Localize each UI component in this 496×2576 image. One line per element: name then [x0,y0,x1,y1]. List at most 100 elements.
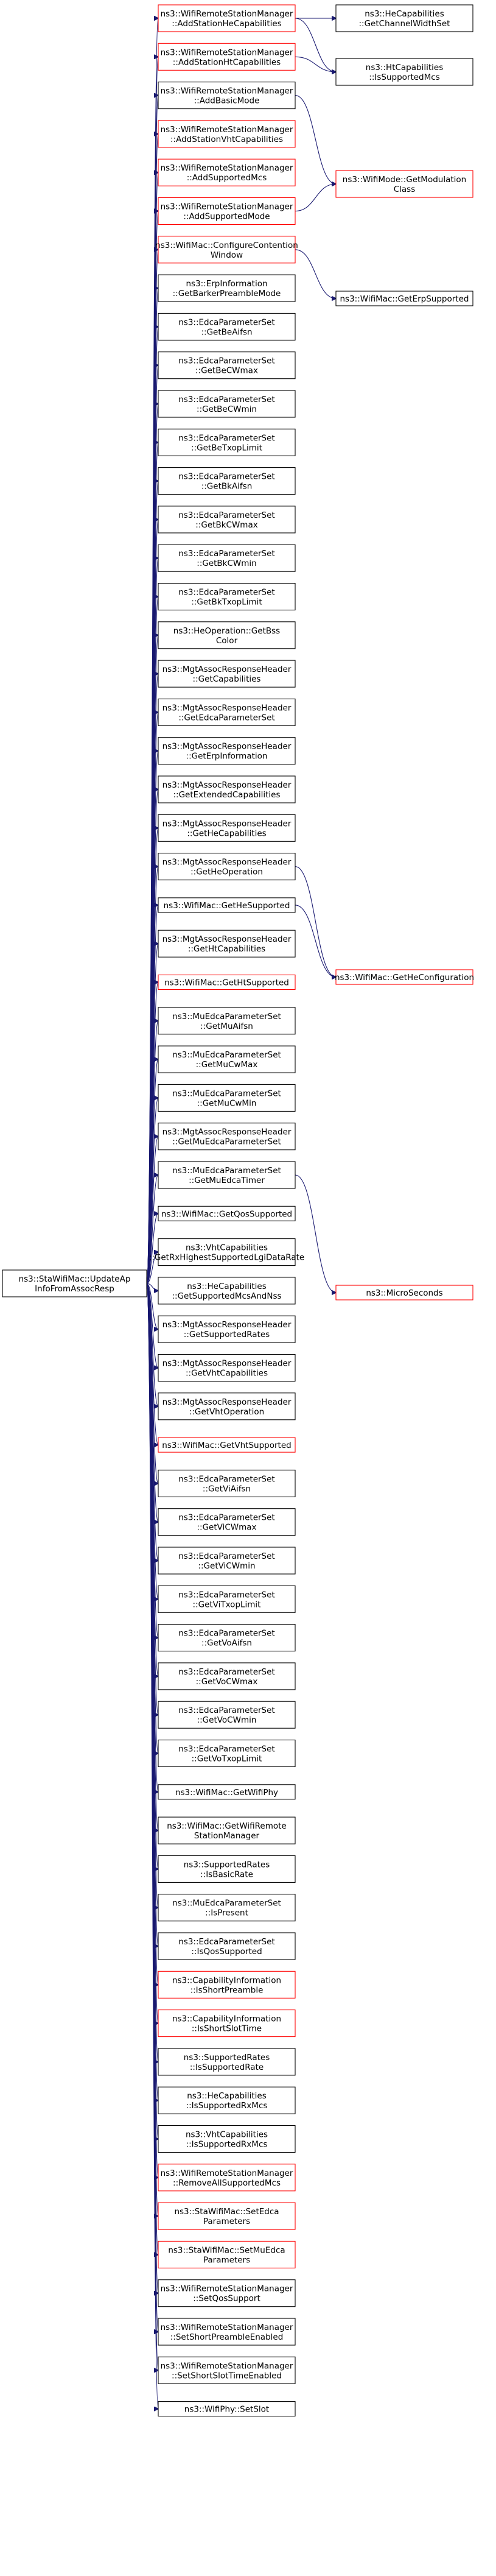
node-wifi-remote-station-manager-add-supported-mode[interactable]: ns3::WifiRemoteStationManager::AddSuppor… [158,197,296,225]
node-edca-parameter-set-get-vo-aifsn[interactable]: ns3::EdcaParameterSet::GetVoAifsn [158,1624,296,1652]
node-mu-edca-parameter-set-get-mu-cw-max[interactable]: ns3::MuEdcaParameterSet::GetMuCwMax [158,1045,296,1073]
node-label-line: ns3::WifiRemoteStationManager [161,163,293,173]
node-label-line: ::GetMuAifsn [200,1022,253,1031]
node-wifi-mac-get-wifi-phy[interactable]: ns3::WifiMac::GetWifiPhy [158,1784,296,1800]
node-edca-parameter-set-get-vo-cwmin[interactable]: ns3::EdcaParameterSet::GetVoCWmin [158,1701,296,1729]
node-box [158,428,296,456]
node-mgt-assoc-response-header-get-capabilities[interactable]: ns3::MgtAssocResponseHeader::GetCapabili… [158,660,296,688]
node-wifi-mac-get-ht-supported[interactable]: ns3::WifiMac::GetHtSupported [158,974,296,990]
node-wifi-mac-get-vht-supported[interactable]: ns3::WifiMac::GetVhtSupported [158,1437,296,1453]
node-sta-wifi-mac-update-ap-info-from-assoc-resp[interactable]: ns3::StaWifiMac::UpdateApInfoFromAssocRe… [2,1269,147,1297]
node-wifi-remote-station-manager-set-short-slot-time-enabled[interactable]: ns3::WifiRemoteStationManager::SetShortS… [158,2356,296,2384]
node-edca-parameter-set-get-vo-txop-limit[interactable]: ns3::EdcaParameterSet::GetVoTxopLimit [158,1739,296,1768]
node-edca-parameter-set-get-be-cwmax[interactable]: ns3::EdcaParameterSet::GetBeCWmax [158,351,296,379]
node-label-line: ::GetVoTxopLimit [192,1754,262,1764]
node-box [158,1894,296,1922]
node-he-capabilities-get-supported-mcs-and-nss[interactable]: ns3::HeCapabilities::GetSupportedMcsAndN… [158,1277,296,1305]
node-edca-parameter-set-get-bk-cwmin[interactable]: ns3::EdcaParameterSet::GetBkCWmin [158,544,296,572]
node-label-line: ::GetBeCWmin [197,404,257,414]
node-capability-information-is-short-slot-time[interactable]: ns3::CapabilityInformation::IsShortSlotT… [158,2010,296,2038]
node-wifi-remote-station-manager-add-station-he-capabilities[interactable]: ns3::WifiRemoteStationManager::AddStatio… [158,4,296,32]
node-mgt-assoc-response-header-get-extended-capabilities[interactable]: ns3::MgtAssocResponseHeader::GetExtended… [158,775,296,803]
node-mgt-assoc-response-header-get-erp-information[interactable]: ns3::MgtAssocResponseHeader::GetErpInfor… [158,737,296,765]
node-wifi-remote-station-manager-add-supported-mcs[interactable]: ns3::WifiRemoteStationManager::AddSuppor… [158,158,296,186]
node-edca-parameter-set-get-vo-cwmax[interactable]: ns3::EdcaParameterSet::GetVoCWmax [158,1662,296,1690]
node-label-line: ns3::EdcaParameterSet [178,356,274,366]
node-edca-parameter-set-get-vi-cwmax[interactable]: ns3::EdcaParameterSet::GetViCWmax [158,1508,296,1536]
node-he-capabilities-is-supported-rx-mcs[interactable]: ns3::HeCapabilities::IsSupportedRxMcs [158,2086,296,2114]
node-wifi-mac-get-wifi-remote-station-manager[interactable]: ns3::WifiMac::GetWifiRemoteStationManage… [158,1816,296,1844]
node-label-line: ns3::EdcaParameterSet [178,1551,274,1561]
node-mgt-assoc-response-header-get-he-operation[interactable]: ns3::MgtAssocResponseHeader::GetHeOperat… [158,853,296,881]
edge-t23-to-s4 [295,905,336,977]
node-label-line: ns3::EdcaParameterSet [178,1513,274,1523]
node-supported-rates-is-supported-rate[interactable]: ns3::SupportedRates::IsSupportedRate [158,2048,296,2076]
node-mgt-assoc-response-header-get-vht-capabilities[interactable]: ns3::MgtAssocResponseHeader::GetVhtCapab… [158,1353,296,1382]
node-erp-information-get-barker-preamble-mode[interactable]: ns3::ErpInformation::GetBarkerPreambleMo… [158,274,296,302]
node-he-capabilities-get-channel-width-set[interactable]: ns3::HeCapabilities::GetChannelWidthSet [335,4,473,32]
node-edca-parameter-set-get-be-aifsn[interactable]: ns3::EdcaParameterSet::GetBeAifsn [158,312,296,341]
node-box [158,2240,296,2268]
node-edca-parameter-set-get-bk-aifsn[interactable]: ns3::EdcaParameterSet::GetBkAifsn [158,467,296,495]
node-edca-parameter-set-is-qos-supported[interactable]: ns3::EdcaParameterSet::IsQosSupported [158,1932,296,1960]
edge-t0-to-s1 [295,18,336,72]
node-mgt-assoc-response-header-get-he-capabilities[interactable]: ns3::MgtAssocResponseHeader::GetHeCapabi… [158,814,296,842]
node-ht-capabilities-is-supported-mcs[interactable]: ns3::HtCapabilities::IsSupportedMcs [335,58,473,86]
edge-root-to-t33 [146,1283,158,1291]
node-wifi-remote-station-manager-set-qos-support[interactable]: ns3::WifiRemoteStationManager::SetQosSup… [158,2279,296,2307]
node-mgt-assoc-response-header-get-vht-operation[interactable]: ns3::MgtAssocResponseHeader::GetVhtOpera… [158,1392,296,1420]
node-wifi-remote-station-manager-add-station-ht-capabilities[interactable]: ns3::WifiRemoteStationManager::AddStatio… [158,43,296,71]
node-vht-capabilities-get-rx-highest-supported-lgi-data-rate[interactable]: ns3::VhtCapabilities::GetRxHighestSuppor… [149,1238,304,1266]
node-edca-parameter-set-get-vi-txop-limit[interactable]: ns3::EdcaParameterSet::GetViTxopLimit [158,1585,296,1613]
node-box [158,1662,296,1690]
node-wifi-remote-station-manager-set-short-preamble-enabled[interactable]: ns3::WifiRemoteStationManager::SetShortP… [158,2318,296,2346]
node-label-line: ::GetBeAifsn [201,327,252,337]
node-wifi-remote-station-manager-remove-all-supported-mcs[interactable]: ns3::WifiRemoteStationManager::RemoveAll… [158,2164,296,2192]
node-wifi-mac-get-he-supported[interactable]: ns3::WifiMac::GetHeSupported [158,897,296,913]
node-mgt-assoc-response-header-get-ht-capabilities[interactable]: ns3::MgtAssocResponseHeader::GetHtCapabi… [158,930,296,958]
node-edca-parameter-set-get-vi-aifsn[interactable]: ns3::EdcaParameterSet::GetViAifsn [158,1469,296,1497]
node-mgt-assoc-response-header-get-mu-edca-parameter-set[interactable]: ns3::MgtAssocResponseHeader::GetMuEdcaPa… [158,1123,296,1151]
node-mu-edca-parameter-set-get-mu-cw-min[interactable]: ns3::MuEdcaParameterSet::GetMuCwMin [158,1084,296,1112]
node-wifi-remote-station-manager-add-basic-mode[interactable]: ns3::WifiRemoteStationManager::AddBasicM… [158,82,296,110]
node-box [158,1739,296,1768]
node-label-line: ns3::ErpInformation [186,279,267,289]
node-label-line: ns3::WifiRemoteStationManager [161,2361,293,2371]
node-label-line: ns3::StaWifiMac::SetMuEdca [168,2245,285,2255]
node-edca-parameter-set-get-vi-cwmin[interactable]: ns3::EdcaParameterSet::GetViCWmin [158,1547,296,1575]
node-box [158,2010,296,2038]
node-label-line: ::IsBasicRate [200,1869,253,1879]
node-mgt-assoc-response-header-get-edca-parameter-set[interactable]: ns3::MgtAssocResponseHeader::GetEdcaPara… [158,698,296,726]
node-wifi-mac-get-erp-supported[interactable]: ns3::WifiMac::GetErpSupported [335,291,473,306]
node-mu-edca-parameter-set-is-present[interactable]: ns3::MuEdcaParameterSet::IsPresent [158,1894,296,1922]
node-box [158,2125,296,2153]
node-edca-parameter-set-get-be-cwmin[interactable]: ns3::EdcaParameterSet::GetBeCWmin [158,390,296,418]
node-mu-edca-parameter-set-get-mu-aifsn[interactable]: ns3::MuEdcaParameterSet::GetMuAifsn [158,1007,296,1035]
node-wifi-phy-set-slot[interactable]: ns3::WifiPhy::SetSlot [158,2401,296,2417]
node-edca-parameter-set-get-be-txop-limit[interactable]: ns3::EdcaParameterSet::GetBeTxopLimit [158,428,296,456]
node-mu-edca-parameter-set-get-mu-edca-timer[interactable]: ns3::MuEdcaParameterSet::GetMuEdcaTimer [158,1161,296,1189]
node-box [158,1701,296,1729]
node-wifi-remote-station-manager-add-station-vht-capabilities[interactable]: ns3::WifiRemoteStationManager::AddStatio… [158,120,296,148]
node-capability-information-is-short-preamble[interactable]: ns3::CapabilityInformation::IsShortPream… [158,1971,296,1999]
node-vht-capabilities-is-supported-rx-mcs[interactable]: ns3::VhtCapabilities::IsSupportedRxMcs [158,2125,296,2153]
node-box [158,2279,296,2307]
node-supported-rates-is-basic-rate[interactable]: ns3::SupportedRates::IsBasicRate [158,1855,296,1883]
node-box [158,1437,296,1453]
node-label-line: ::IsShortSlotTime [192,2024,262,2034]
node-wifi-mac-get-qos-supported[interactable]: ns3::WifiMac::GetQosSupported [158,1205,296,1221]
node-label-line: ::GetBkTxopLimit [191,598,262,607]
node-edca-parameter-set-get-bk-cwmax[interactable]: ns3::EdcaParameterSet::GetBkCWmax [158,506,296,534]
node-mgt-assoc-response-header-get-supported-rates[interactable]: ns3::MgtAssocResponseHeader::GetSupporte… [158,1315,296,1343]
node-micro-seconds[interactable]: ns3::MicroSeconds [335,1285,473,1300]
node-label-line: ns3::MgtAssocResponseHeader [162,742,292,752]
node-label-line: ns3::MgtAssocResponseHeader [162,665,292,674]
node-wifi-mac-get-he-configuration[interactable]: ns3::WifiMac::GetHeConfiguration [335,969,474,985]
node-label-line: ::GetViAifsn [203,1484,251,1494]
node-edca-parameter-set-get-bk-txop-limit[interactable]: ns3::EdcaParameterSet::GetBkTxopLimit [158,582,296,611]
